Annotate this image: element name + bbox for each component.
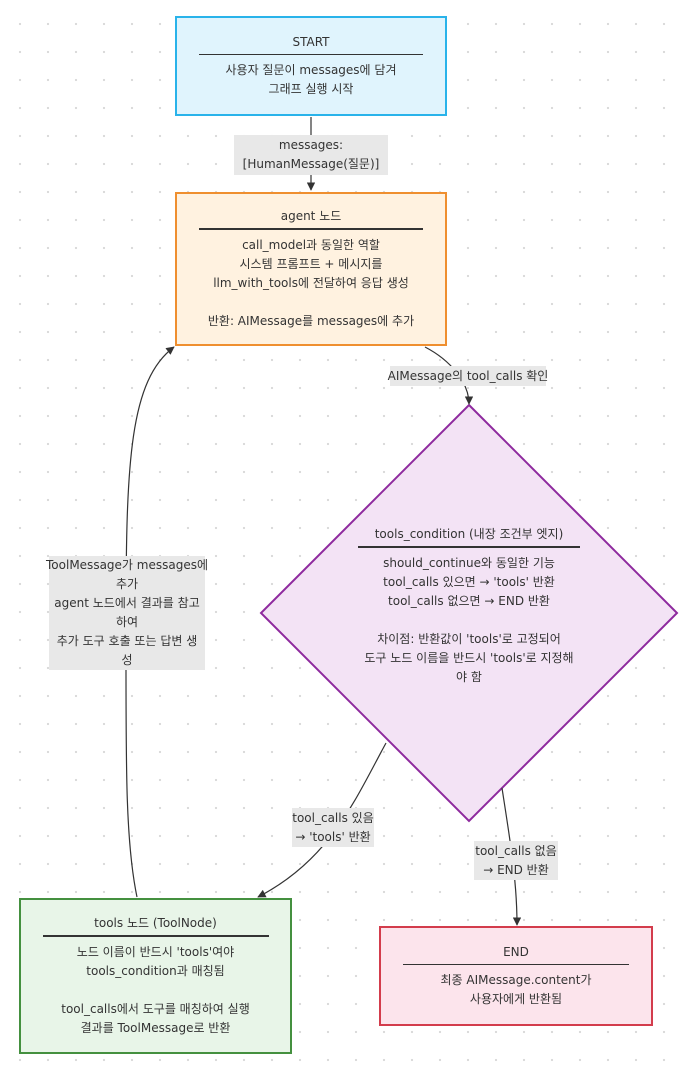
start-node-divider bbox=[199, 53, 423, 56]
agent-node-divider bbox=[199, 228, 423, 230]
edge-label-line: tool_calls 없음 bbox=[475, 843, 557, 858]
tools-node-line: tool_calls에서 도구를 매칭하여 실행 bbox=[61, 1001, 250, 1016]
end-node-divider bbox=[403, 963, 629, 966]
condition-node-line: 도구 노드 이름을 반드시 'tools'로 지정해 bbox=[364, 650, 574, 665]
end-node-line: 최종 AIMessage.content가 bbox=[440, 973, 592, 988]
edge-label-agent-to-condition: AIMessage의 tool_calls 확인 bbox=[387, 366, 549, 386]
condition-node-line: tool_calls 있으면 → 'tools' 반환 bbox=[383, 574, 555, 589]
tools-node-line: 결과를 ToolMessage로 반환 bbox=[80, 1020, 231, 1035]
condition-node-line: 차이점: 반환값이 'tools'로 고정되어 bbox=[377, 631, 561, 646]
end-node-line: 사용자에게 반환됨 bbox=[469, 992, 563, 1007]
start-node: START 사용자 질문이 messages에 담겨 그래프 실행 시작 bbox=[175, 16, 447, 116]
condition-node-line: tool_calls 없으면 → END 반환 bbox=[388, 593, 550, 608]
condition-node-line: should_continue와 동일한 기능 bbox=[383, 555, 555, 570]
condition-node-line: 야 함 bbox=[456, 669, 482, 684]
edge-label-line: AIMessage의 tool_calls 확인 bbox=[387, 368, 549, 383]
start-node-line: 그래프 실행 시작 bbox=[268, 82, 354, 97]
agent-node-line: 시스템 프롬프트 + 메시지를 bbox=[239, 256, 383, 271]
tools-node: tools 노드 (ToolNode) 노드 이름이 반드시 'tools'여야… bbox=[19, 898, 292, 1054]
edge-label-line: agent 노드에서 결과를 참고 bbox=[54, 596, 200, 610]
edge-label-condition-to-tools: tool_calls 있음 → 'tools' 반환 bbox=[292, 808, 374, 847]
start-node-title: START bbox=[292, 34, 330, 49]
edge-label-line: ToolMessage가 messages에 bbox=[46, 558, 208, 572]
edge-label-line: 추가 도구 호출 또는 답변 생 bbox=[56, 634, 198, 648]
condition-diamond bbox=[259, 403, 679, 823]
agent-node-title: agent 노드 bbox=[280, 209, 342, 224]
agent-node-line: llm_with_tools에 전달하여 응답 생성 bbox=[213, 275, 409, 290]
edge-label-line: → END 반환 bbox=[483, 862, 549, 877]
tools-node-line: tools_condition과 매칭됨 bbox=[86, 963, 225, 978]
edge-label-line: 하여 bbox=[115, 615, 139, 629]
condition-node-title: tools_condition (내장 조건부 엣지) bbox=[374, 527, 564, 541]
edge-label-line: messages: bbox=[278, 138, 344, 152]
edge-label-tools-to-agent: ToolMessage가 messages에 추가 agent 노드에서 결과를… bbox=[46, 556, 208, 670]
condition-node-divider bbox=[358, 546, 580, 548]
tools-node-line: 노드 이름이 반드시 'tools'여야 bbox=[76, 944, 235, 959]
end-node-title: END bbox=[503, 944, 529, 959]
edge-label-start-to-agent: messages: [HumanMessage(질문)] bbox=[234, 135, 388, 175]
end-node: END 최종 AIMessage.content가 사용자에게 반환됨 bbox=[379, 926, 653, 1026]
agent-node-line: call_model과 동일한 역할 bbox=[242, 237, 380, 252]
edge-label-line: 추가 bbox=[115, 577, 139, 591]
agent-node: agent 노드 call_model과 동일한 역할 시스템 프롬프트 + 메… bbox=[175, 192, 447, 346]
edge-label-line: tool_calls 있음 bbox=[292, 810, 374, 825]
edge-label-line: 성 bbox=[121, 653, 133, 667]
start-node-line: 사용자 질문이 messages에 담겨 bbox=[225, 63, 397, 78]
tools-node-title: tools 노드 (ToolNode) bbox=[94, 916, 217, 931]
edge-label-line: [HumanMessage(질문)] bbox=[242, 157, 380, 171]
tools-node-divider bbox=[42, 935, 269, 937]
edge-label-condition-to-end: tool_calls 없음 → END 반환 bbox=[474, 841, 558, 880]
condition-node: tools_condition (내장 조건부 엣지) should_conti… bbox=[318, 525, 620, 687]
agent-node-line: 반환: AIMessage를 messages에 추가 bbox=[207, 313, 415, 328]
edge-label-line: → 'tools' 반환 bbox=[295, 829, 371, 844]
